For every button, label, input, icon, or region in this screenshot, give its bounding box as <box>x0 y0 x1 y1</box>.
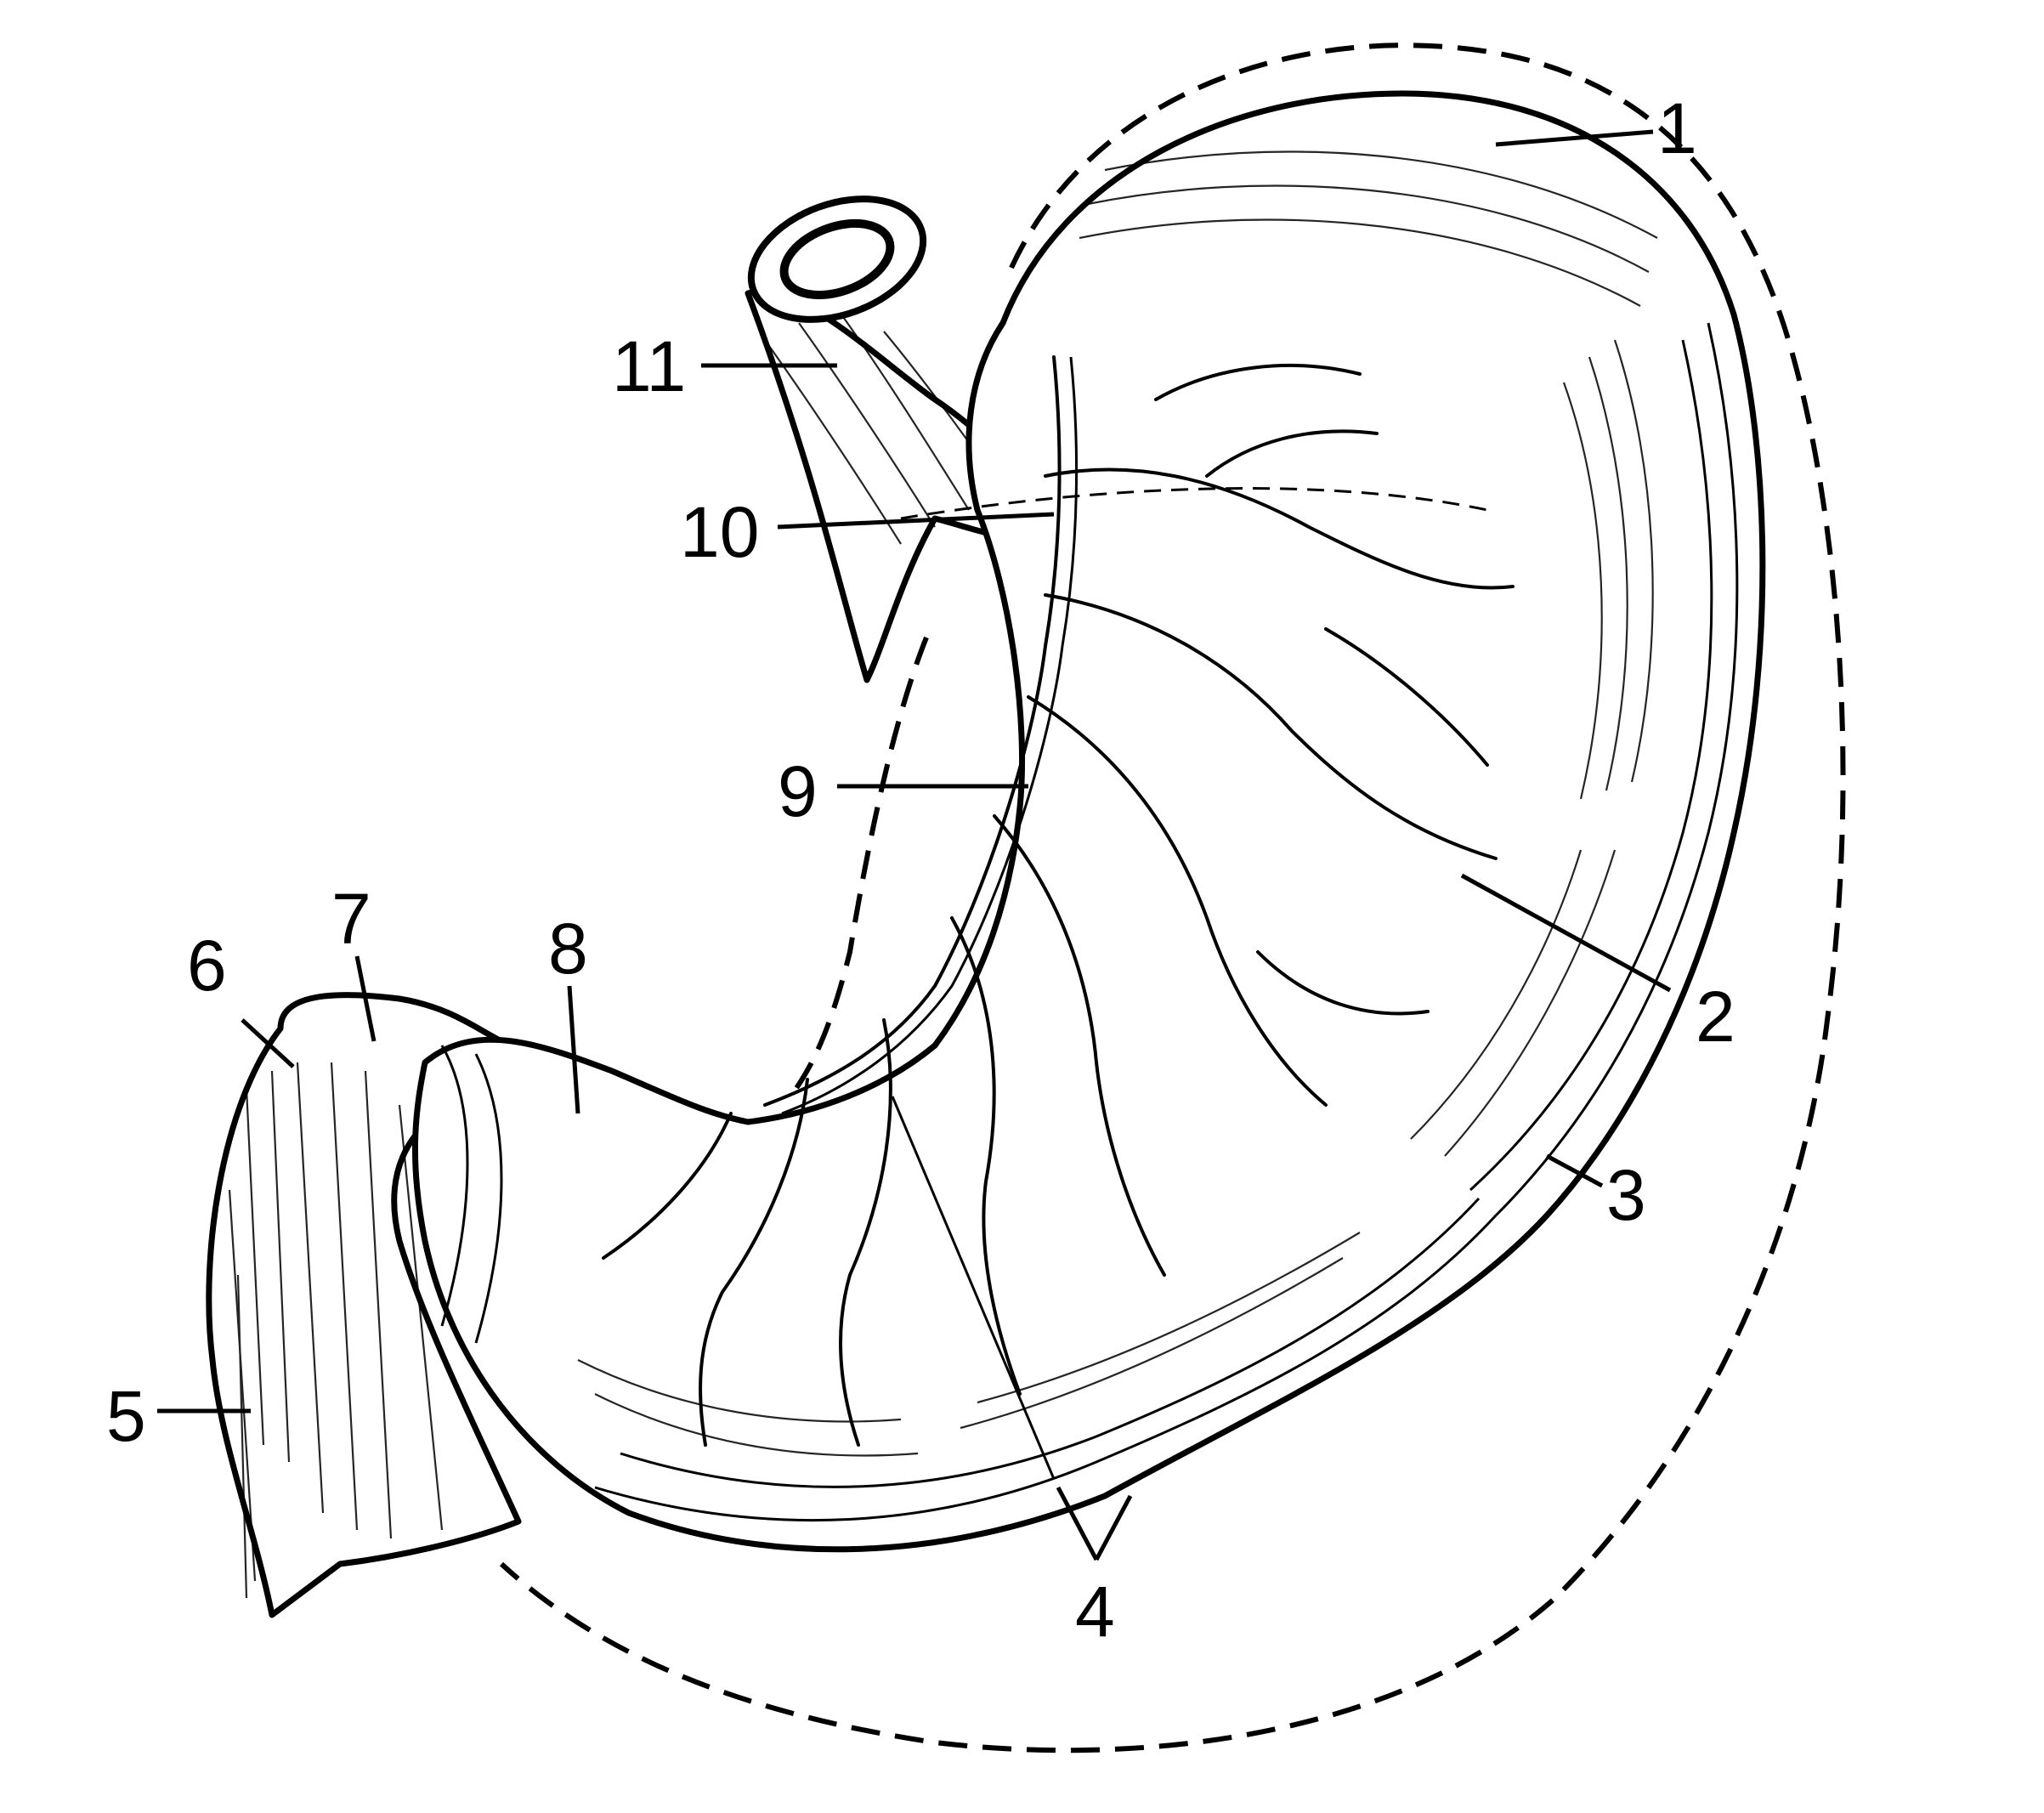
label-2: 2 <box>1696 977 1735 1057</box>
leader-8 <box>567 985 580 1114</box>
leader-lines <box>157 129 1672 1561</box>
leader-3 <box>1545 1153 1604 1188</box>
leader-4b <box>1094 1494 1133 1561</box>
leader-1 <box>1495 129 1654 147</box>
stomach-body <box>411 90 1766 1553</box>
label-9: 9 <box>778 751 818 831</box>
label-4: 4 <box>1075 1572 1115 1652</box>
dashed-outline-filled-stomach <box>499 42 1846 1754</box>
gastroepiploic-vessel <box>891 1096 1056 1480</box>
leader-7 <box>354 955 377 1042</box>
leader-4a <box>1056 1486 1099 1561</box>
duodenum <box>206 992 522 1618</box>
label-8: 8 <box>548 909 588 989</box>
label-5: 5 <box>106 1376 146 1456</box>
label-11: 11 <box>612 326 686 406</box>
esophagus-lumen-inner <box>779 218 895 300</box>
labels: 1 2 3 4 5 6 7 8 9 10 11 <box>106 88 1735 1652</box>
label-1: 1 <box>1657 88 1697 168</box>
label-7: 7 <box>331 879 371 959</box>
leader-10 <box>777 512 1055 530</box>
dashed-outline-inner-curve <box>788 636 929 1098</box>
label-6: 6 <box>187 926 227 1006</box>
label-3: 3 <box>1606 1155 1646 1235</box>
esophagus <box>745 195 1066 683</box>
leader-2 <box>1460 873 1672 993</box>
leader-6 <box>241 1018 295 1068</box>
label-10: 10 <box>680 492 759 572</box>
